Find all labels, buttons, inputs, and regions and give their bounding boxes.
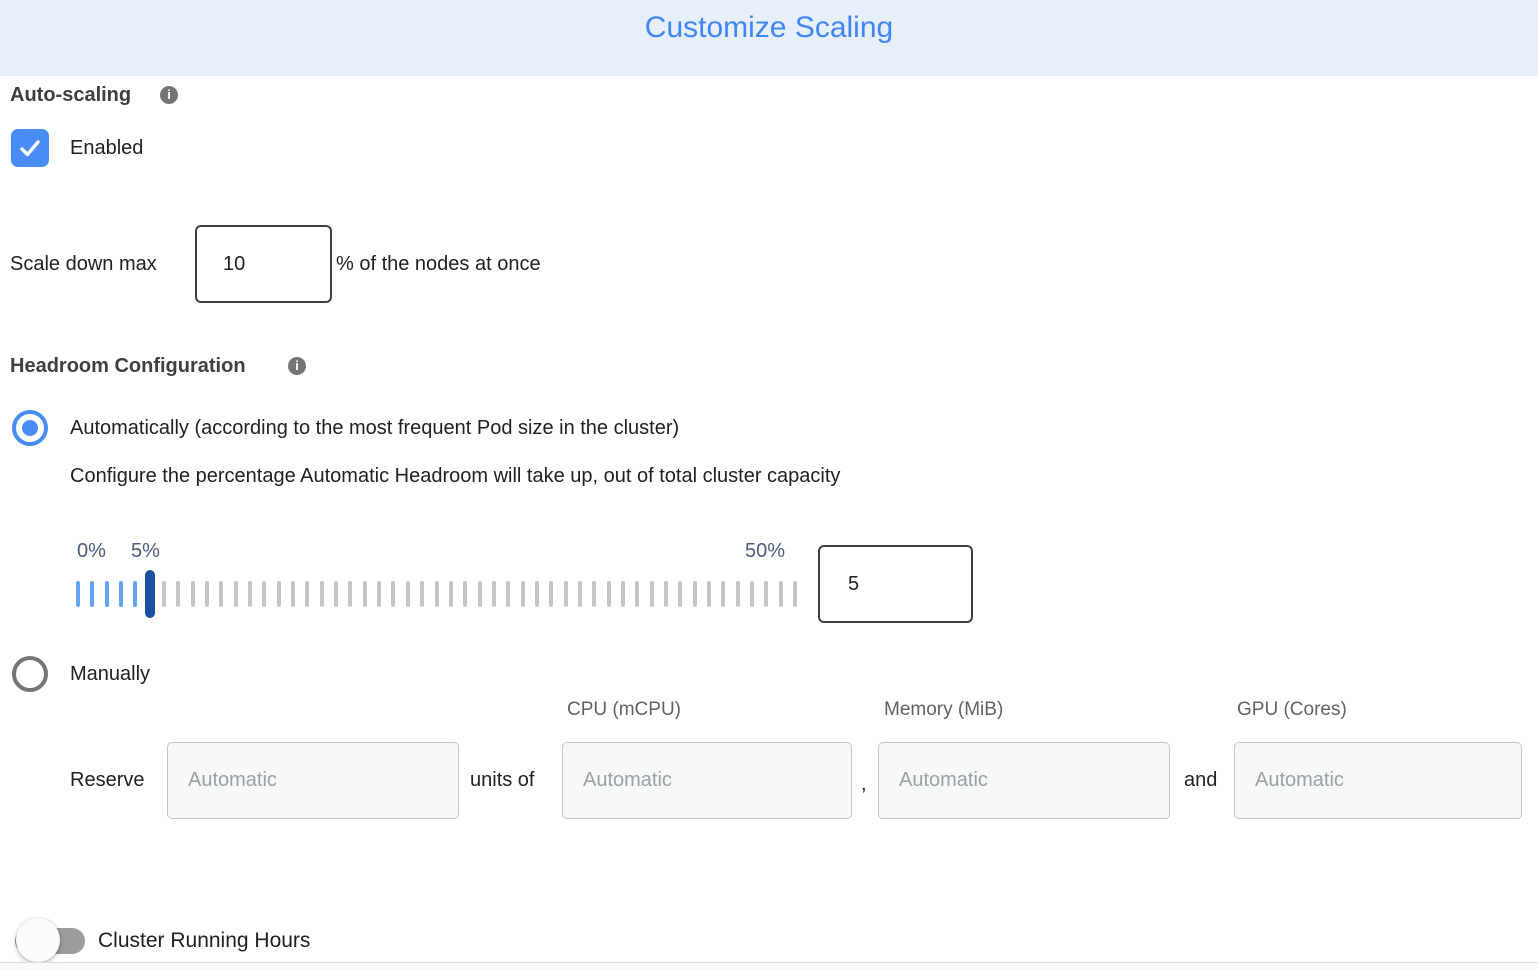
- headroom-automatic-description: Configure the percentage Automatic Headr…: [70, 465, 841, 487]
- slider-tick: [434, 581, 439, 607]
- headroom-slider-track[interactable]: [76, 581, 797, 607]
- slider-tick: [119, 581, 124, 607]
- auto-scaling-enabled-checkbox[interactable]: [11, 129, 49, 167]
- auto-scaling-heading: Auto-scaling: [10, 83, 131, 107]
- slider-tick: [319, 581, 324, 607]
- headroom-label: Headroom Configuration: [10, 355, 246, 377]
- radio-dot-icon: [22, 420, 38, 436]
- reserve-label: Reserve: [70, 769, 145, 791]
- dialog-header: Customize Scaling: [0, 0, 1538, 76]
- slider-tick: [133, 581, 138, 607]
- checkmark-icon: [17, 135, 43, 161]
- slider-tick: [377, 581, 382, 607]
- reserve-cpu-input[interactable]: [562, 742, 852, 819]
- slider-tick: [520, 581, 525, 607]
- headroom-automatic-radio[interactable]: [12, 410, 48, 446]
- slider-tick: [491, 581, 496, 607]
- slider-tick: [649, 581, 654, 607]
- slider-tick: [405, 581, 410, 607]
- info-icon[interactable]: i: [288, 357, 306, 375]
- info-icon[interactable]: i: [160, 86, 178, 104]
- bottom-divider: [0, 962, 1538, 963]
- slider-current-label: 5%: [131, 540, 160, 562]
- cluster-running-hours-label: Cluster Running Hours: [98, 929, 311, 952]
- slider-tick: [334, 581, 339, 607]
- slider-tick: [721, 581, 726, 607]
- slider-tick: [291, 581, 296, 607]
- headroom-manual-radio[interactable]: [12, 656, 48, 692]
- slider-tick: [190, 581, 195, 607]
- slider-tick: [477, 581, 482, 607]
- slider-tick: [749, 581, 754, 607]
- slider-tick: [391, 581, 396, 607]
- slider-tick: [692, 581, 697, 607]
- slider-tick: [506, 581, 511, 607]
- auto-scaling-label: Auto-scaling: [10, 84, 132, 106]
- reserve-units-input[interactable]: [167, 742, 459, 819]
- slider-tick: [706, 581, 711, 607]
- headroom-slider-thumb[interactable]: [144, 570, 155, 618]
- slider-tick: [176, 581, 181, 607]
- slider-tick: [778, 581, 783, 607]
- slider-tick: [793, 581, 797, 607]
- units-of-label: units of: [470, 769, 535, 791]
- slider-tick: [592, 581, 597, 607]
- slider-tick: [463, 581, 468, 607]
- slider-tick: [606, 581, 611, 607]
- slider-min-label: 0%: [77, 540, 106, 562]
- and-label: and: [1184, 769, 1218, 791]
- slider-tick: [448, 581, 453, 607]
- slider-tick: [248, 581, 253, 607]
- column-header-memory: Memory (MiB): [884, 699, 1004, 720]
- slider-tick: [348, 581, 353, 607]
- reserve-memory-input[interactable]: [878, 742, 1170, 819]
- slider-tick: [635, 581, 640, 607]
- slider-tick: [262, 581, 267, 607]
- column-header-gpu: GPU (Cores): [1237, 699, 1347, 720]
- slider-tick: [549, 581, 554, 607]
- scale-down-suffix: % of the nodes at once: [336, 253, 541, 275]
- scale-down-prefix: Scale down max: [10, 253, 157, 275]
- headroom-heading: Headroom Configuration: [10, 354, 246, 378]
- slider-tick: [534, 581, 539, 607]
- enabled-label: Enabled: [70, 137, 144, 159]
- slider-tick: [663, 581, 668, 607]
- headroom-manual-label: Manually: [70, 663, 151, 685]
- slider-tick: [735, 581, 740, 607]
- slider-tick: [162, 581, 167, 607]
- slider-tick: [764, 581, 769, 607]
- slider-tick: [362, 581, 367, 607]
- slider-tick: [678, 581, 683, 607]
- slider-tick: [563, 581, 568, 607]
- slider-max-label: 50%: [745, 540, 786, 562]
- slider-tick: [90, 581, 95, 607]
- slider-tick: [577, 581, 582, 607]
- reserve-gpu-input[interactable]: [1234, 742, 1522, 819]
- headroom-automatic-label: Automatically (according to the most fre…: [70, 417, 680, 439]
- slider-tick: [620, 581, 625, 607]
- slider-tick: [420, 581, 425, 607]
- toggle-knob-icon[interactable]: [16, 918, 60, 962]
- slider-tick: [104, 581, 109, 607]
- slider-tick: [233, 581, 238, 607]
- slider-tick: [276, 581, 281, 607]
- slider-tick: [305, 581, 310, 607]
- scale-down-max-input[interactable]: [195, 225, 332, 303]
- page-title: Customize Scaling: [644, 11, 894, 44]
- comma-separator: ,: [861, 773, 867, 795]
- slider-tick: [219, 581, 224, 607]
- slider-tick: [205, 581, 210, 607]
- column-header-cpu: CPU (mCPU): [567, 699, 681, 720]
- headroom-percentage-input[interactable]: [818, 545, 973, 623]
- slider-tick: [76, 581, 80, 607]
- footer-strip: [0, 963, 1538, 970]
